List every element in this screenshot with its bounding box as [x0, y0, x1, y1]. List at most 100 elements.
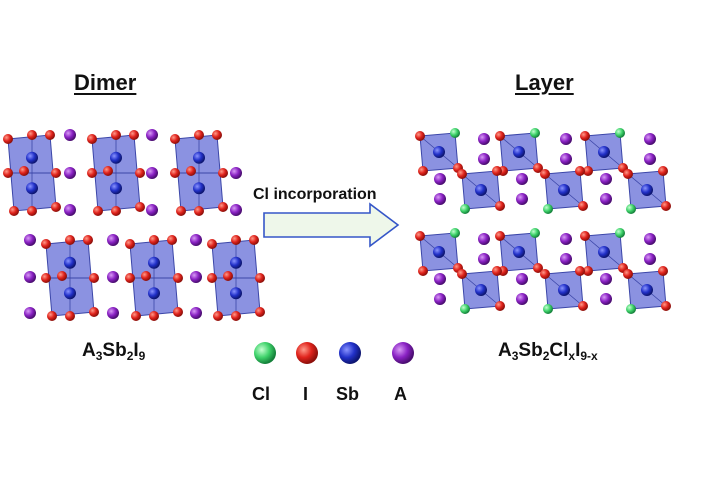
iodine-atom: [149, 311, 159, 321]
antimony-atom: [148, 287, 160, 300]
iodine-atom: [218, 168, 228, 178]
iodine-atom: [255, 307, 265, 317]
dimer-unit: [207, 235, 265, 321]
iodine-atom: [223, 271, 233, 281]
a-cation-atom: [24, 234, 36, 246]
iodine-atom: [580, 231, 590, 241]
a-cation-atom: [434, 273, 446, 285]
iodine-atom: [194, 206, 204, 216]
layer-octahedron: [415, 228, 463, 276]
chlorine-atom: [615, 128, 625, 138]
antimony-atom: [558, 284, 570, 296]
iodine-atom: [41, 239, 51, 249]
dimer-formula: A3Sb2I9: [82, 340, 146, 363]
legend-sphere-sb: [339, 342, 361, 364]
chlorine-atom: [615, 228, 625, 238]
a-cation-atom: [107, 234, 119, 246]
dimer-unit: [87, 130, 145, 216]
a-cation-atom: [516, 273, 528, 285]
chlorine-atom: [450, 128, 460, 138]
chlorine-atom: [626, 304, 636, 314]
iodine-atom: [111, 206, 121, 216]
a-cation-atom: [190, 271, 202, 283]
iodine-atom: [231, 311, 241, 321]
antimony-atom: [148, 256, 160, 269]
antimony-atom: [433, 146, 445, 158]
iodine-atom: [65, 235, 75, 245]
antimony-atom: [110, 151, 122, 164]
chlorine-atom: [450, 228, 460, 238]
iodine-atom: [173, 273, 183, 283]
a-cation-atom: [560, 253, 572, 265]
chlorine-atom: [626, 204, 636, 214]
a-cation-atom: [516, 293, 528, 305]
a-cation-atom: [478, 133, 490, 145]
iodine-atom: [45, 130, 55, 140]
antimony-atom: [513, 246, 525, 258]
a-cation-atom: [24, 271, 36, 283]
antimony-atom: [641, 284, 653, 296]
iodine-atom: [457, 269, 467, 279]
iodine-atom: [111, 130, 121, 140]
layer-octahedron: [580, 228, 628, 276]
chlorine-atom: [543, 204, 553, 214]
iodine-atom: [583, 166, 593, 176]
iodine-atom: [173, 307, 183, 317]
a-cation-atom: [230, 204, 242, 216]
transformation-arrow: [263, 202, 400, 248]
iodine-atom: [492, 166, 502, 176]
iodine-atom: [540, 169, 550, 179]
iodine-atom: [103, 166, 113, 176]
iodine-atom: [218, 202, 228, 212]
iodine-atom: [415, 231, 425, 241]
antimony-atom: [475, 284, 487, 296]
iodine-atom: [661, 201, 671, 211]
dimer-title: Dimer: [74, 70, 137, 95]
a-cation-atom: [644, 253, 656, 265]
iodine-atom: [83, 235, 93, 245]
iodine-atom: [125, 273, 135, 283]
a-cation-atom: [560, 133, 572, 145]
layer-formula: A3Sb2ClxI9-x: [498, 340, 598, 363]
iodine-atom: [65, 311, 75, 321]
iodine-atom: [495, 201, 505, 211]
a-cation-atom: [146, 204, 158, 216]
antimony-atom: [230, 256, 242, 269]
iodine-atom: [125, 239, 135, 249]
a-cation-atom: [190, 307, 202, 319]
iodine-atom: [194, 130, 204, 140]
layer-octahedron: [495, 228, 543, 276]
iodine-atom: [231, 235, 241, 245]
a-cation-atom: [478, 153, 490, 165]
a-cation-atom: [434, 173, 446, 185]
iodine-atom: [495, 131, 505, 141]
iodine-atom: [131, 311, 141, 321]
layer-octahedron: [580, 128, 628, 176]
dimer-unit: [170, 130, 228, 216]
a-cation-atom: [146, 129, 158, 141]
iodine-atom: [141, 271, 151, 281]
iodine-atom: [212, 130, 222, 140]
iodine-atom: [87, 168, 97, 178]
iodine-atom: [51, 168, 61, 178]
iodine-atom: [207, 239, 217, 249]
iodine-atom: [213, 311, 223, 321]
layer-octahedron: [495, 128, 543, 176]
antimony-atom: [110, 182, 122, 195]
dimer-unit: [125, 235, 183, 321]
legend-sphere-i: [296, 342, 318, 364]
iodine-atom: [9, 206, 19, 216]
legend-label-cl: Cl: [252, 384, 270, 404]
a-cation-atom: [64, 129, 76, 141]
a-cation-atom: [107, 271, 119, 283]
iodine-atom: [575, 166, 585, 176]
iodine-atom: [623, 269, 633, 279]
iodine-atom: [533, 163, 543, 173]
layer-octahedron: [623, 266, 671, 314]
iodine-atom: [578, 301, 588, 311]
a-cation-atom: [190, 234, 202, 246]
chlorine-atom: [530, 228, 540, 238]
antimony-atom: [193, 151, 205, 164]
iodine-atom: [658, 166, 668, 176]
iodine-atom: [87, 134, 97, 144]
